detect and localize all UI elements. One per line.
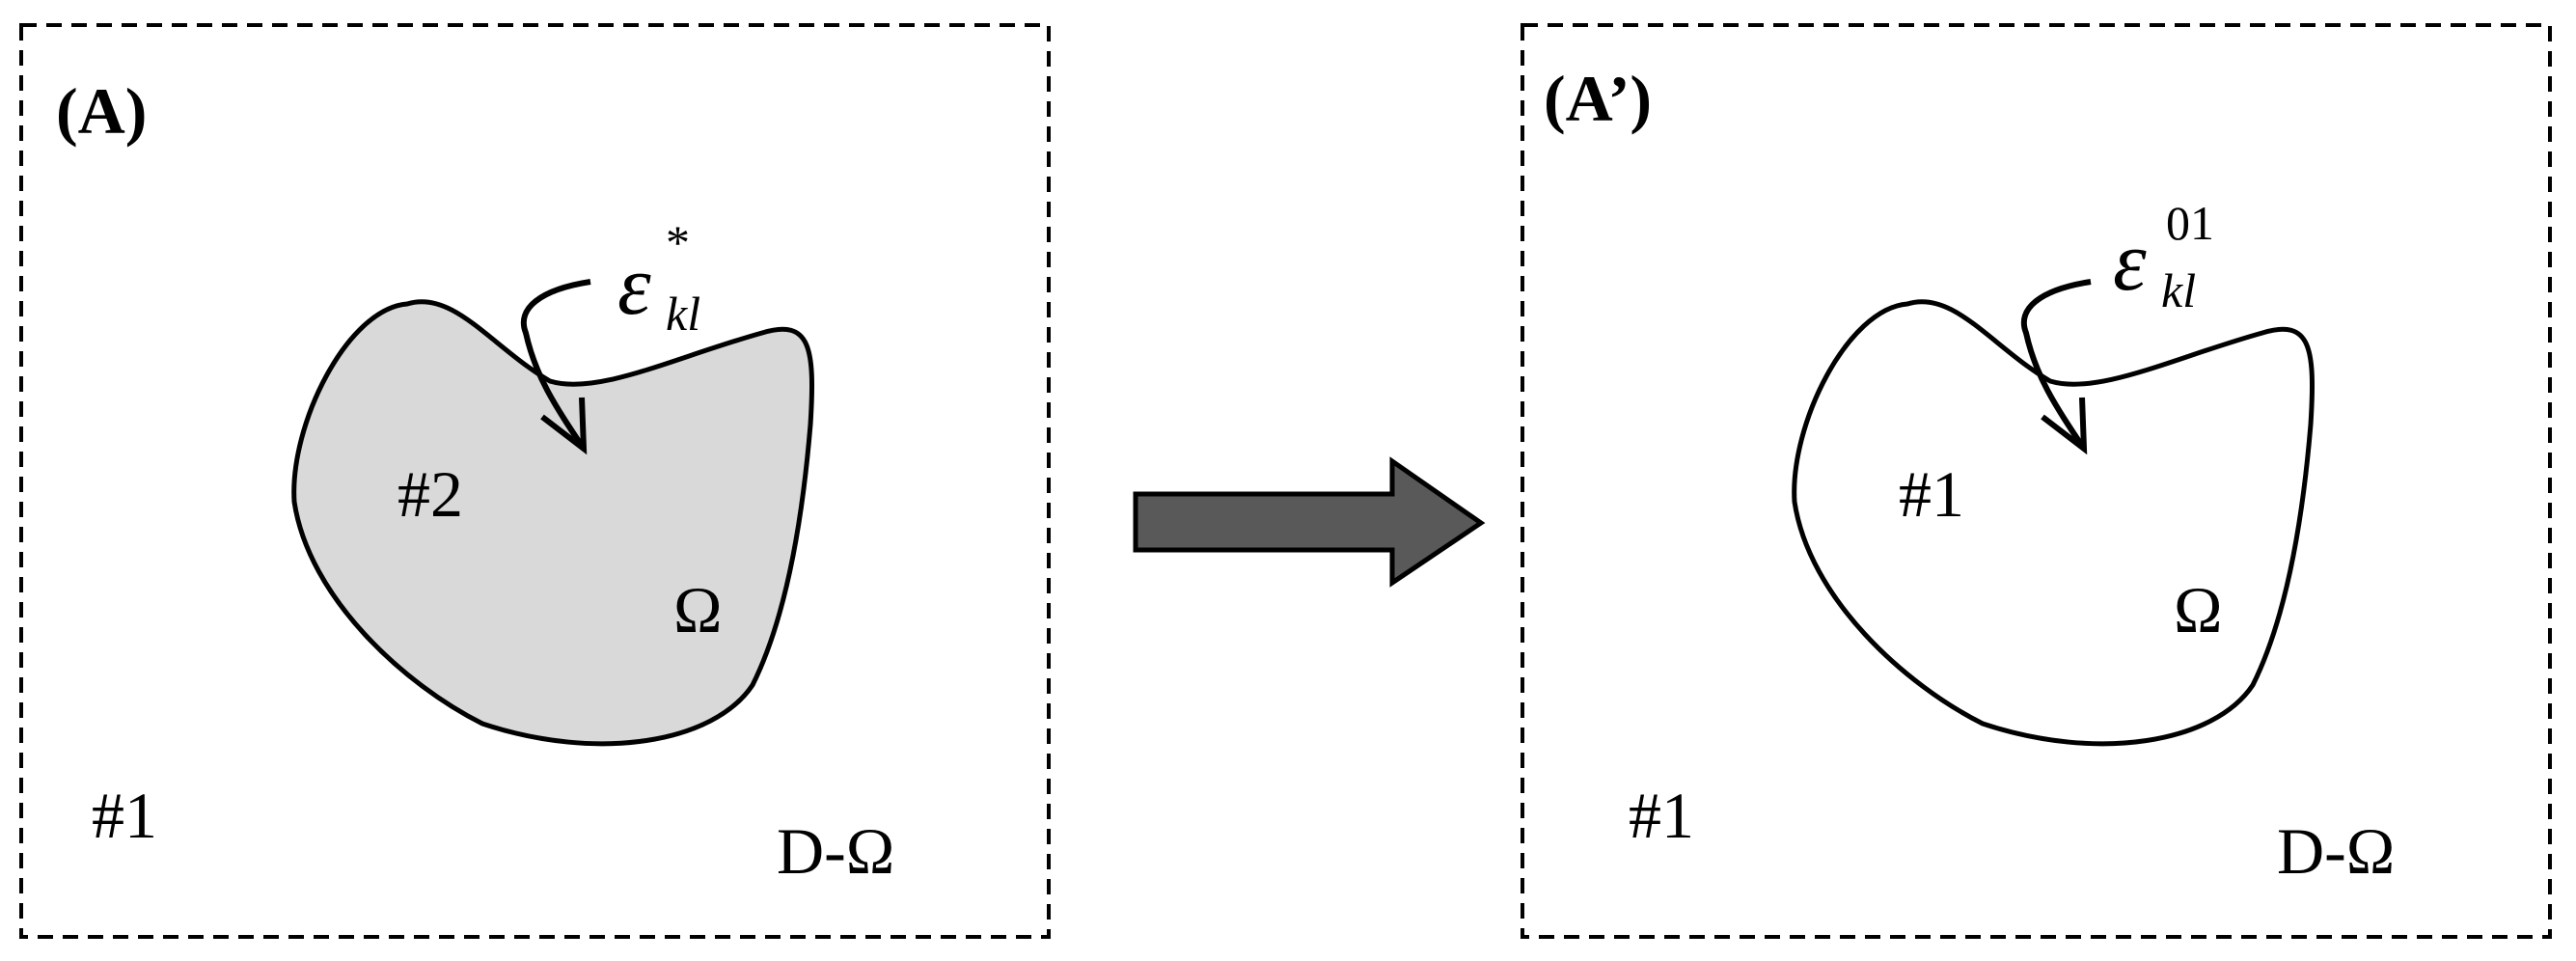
right-panel-border [1521, 23, 2552, 939]
domain-symbol: Ω [673, 573, 723, 646]
left-panel-border [19, 23, 1051, 939]
strain-symbol: ε [2113, 215, 2147, 309]
domain-symbol: Ω [2174, 573, 2223, 646]
strain-arrow-icon [520, 279, 591, 455]
matrix-label: #1 [1629, 779, 1694, 852]
right-arrow-icon [1133, 456, 1486, 588]
left-panel: (A) ε kl * #2 Ω #1 D-Ω [19, 23, 1051, 939]
complement-label: D-Ω [2277, 814, 2395, 888]
strain-subscript: kl [2161, 263, 2196, 317]
right-panel: (A’) ε kl 01 #1 Ω #1 D-Ω [1521, 23, 2552, 939]
left-panel-label: (A) [56, 74, 147, 148]
inclusion-label: #2 [397, 457, 463, 531]
strain-subscript: kl [666, 287, 700, 341]
inclusion-label: #1 [1899, 457, 1964, 531]
inclusion-region [294, 302, 812, 744]
strain-symbol: ε [617, 239, 651, 333]
matrix-label: #1 [92, 779, 157, 852]
inclusion-region [1795, 302, 2313, 744]
complement-label: D-Ω [777, 814, 894, 888]
strain-superscript: * [666, 215, 690, 269]
right-panel-label: (A’) [1544, 62, 1652, 135]
strain-arrow-icon [2020, 279, 2092, 455]
strain-superscript: 01 [2166, 196, 2214, 250]
